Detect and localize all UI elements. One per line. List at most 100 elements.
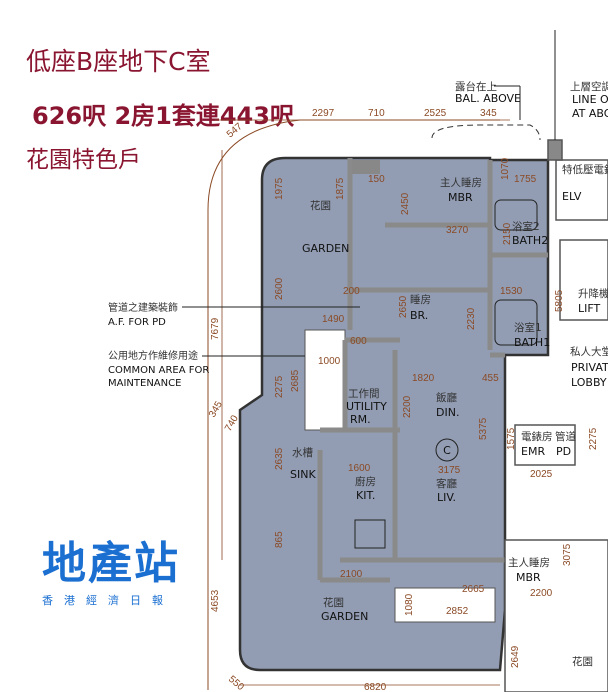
dim: 2200: [530, 588, 553, 599]
dim: 2150: [502, 222, 513, 245]
dim: 200: [343, 286, 360, 297]
room-utility-en2: RM.: [350, 413, 371, 426]
dim: 1530: [500, 286, 523, 297]
dim: 2025: [530, 469, 553, 480]
dim: 740: [223, 413, 241, 433]
pd-cn: 管道: [555, 430, 576, 443]
pd-en: PD: [556, 445, 571, 458]
balcony-above-outline: [431, 124, 541, 141]
dim: 2650: [398, 295, 409, 318]
dim: 6820: [364, 682, 387, 692]
dim: 2297: [312, 108, 335, 119]
dim: 1755: [514, 174, 537, 185]
dimension-labels: 2297 710 2525 345 547 7679 6820 4653 740…: [207, 108, 599, 692]
dim: 345: [207, 399, 225, 419]
common-area-maintenance: [304, 329, 346, 431]
unit-marker: C: [443, 444, 451, 457]
dim: 865: [274, 531, 285, 548]
neighbor-mbr-en: MBR: [516, 571, 541, 584]
interior-walls: [317, 158, 548, 583]
room-br-en: BR.: [410, 309, 428, 322]
emr-en: EMR: [521, 445, 545, 458]
room-bath1-cn: 浴室1: [514, 321, 542, 334]
dim: 1490: [322, 314, 345, 325]
dim: 5375: [478, 417, 489, 440]
ac-line-above-en2: AT ABO: [572, 107, 608, 120]
room-bath2-cn: 浴室2: [512, 220, 540, 233]
room-kit-cn: 廚房: [355, 475, 376, 488]
private-lobby-en2: LOBBY: [571, 376, 607, 389]
dim: 1820: [412, 373, 435, 384]
dim: 1600: [348, 463, 371, 474]
balcony-above-en: BAL. ABOVE: [455, 92, 521, 105]
room-garden-cn: 花園: [310, 199, 331, 212]
neighbor-mbr-cn: 主人睡房: [508, 556, 550, 569]
room-din-cn: 飯廳: [436, 391, 457, 404]
dim: 345: [480, 108, 497, 119]
room-utility-cn: 工作間: [348, 388, 380, 400]
dim: 2665: [462, 584, 485, 595]
dim: 1975: [274, 177, 285, 200]
pd-feature-cn: 管道之建築裝飾: [108, 301, 178, 314]
dim: 2200: [402, 395, 413, 418]
logo-wordmark: 地產站: [42, 538, 180, 589]
lift-cn: 升降機: [578, 287, 608, 300]
dim: 2450: [400, 192, 411, 215]
balcony-above-cn: 露台在上: [455, 80, 497, 93]
dim: 3270: [446, 225, 469, 236]
dim: 3075: [562, 543, 573, 566]
dim: 2685: [290, 369, 301, 392]
room-kit-en: KIT.: [356, 489, 375, 502]
dim: 2275: [274, 375, 285, 398]
room-mbr-en: MBR: [448, 191, 473, 204]
dim: 1000: [318, 356, 341, 367]
unit-size-summary: 626呎 2房1套連443呎: [32, 102, 294, 130]
maintenance-area-cn: 公用地方作維修用途: [108, 349, 198, 362]
dim: 710: [368, 108, 385, 119]
dim: 2649: [510, 645, 521, 668]
dim: 2275: [588, 427, 599, 450]
elv-room-cn: 特低壓電錶房: [562, 163, 608, 176]
bathtub: [494, 199, 538, 231]
dim: 1875: [335, 177, 346, 200]
dim: 7679: [210, 317, 221, 340]
room-sink-en: SINK: [290, 468, 316, 481]
dim: 1080: [404, 593, 415, 616]
room-garden-en: GARDEN: [302, 242, 349, 255]
ac-line-above-en: LINE OF: [572, 93, 608, 106]
ac-line-above-cn: 上層空調: [570, 80, 608, 93]
room-bath1-en: BATH1: [514, 336, 550, 349]
private-lobby-cn: 私人大堂: [570, 345, 608, 358]
site-boundary-arc: [207, 119, 500, 690]
room-br-cn: 睡房: [410, 293, 431, 306]
dim: 4653: [210, 589, 221, 612]
logo: 地產站 香港經濟日報: [42, 538, 202, 608]
dim: 2635: [274, 447, 285, 470]
emr-cn: 電錶房: [521, 430, 553, 443]
maintenance-area-en2: MAINTENANCE: [108, 378, 181, 389]
dim: 600: [350, 336, 367, 347]
room-din-en: DIN.: [436, 406, 459, 419]
unit-feature: 花園特色戶: [26, 147, 141, 173]
dim: 455: [482, 373, 499, 384]
room-garden2-en: GARDEN: [321, 610, 368, 623]
shower: [494, 299, 538, 346]
dim: 1070: [500, 157, 511, 180]
dim: 3175: [438, 465, 461, 476]
room-liv-cn: 客廳: [436, 477, 457, 490]
dim: 550: [226, 674, 246, 692]
dim: 150: [368, 174, 385, 185]
dim: 2525: [424, 108, 447, 119]
neighbor-garden-cn: 花園: [572, 655, 593, 668]
dim: 2852: [446, 606, 469, 617]
room-mbr-cn: 主人睡房: [440, 176, 482, 189]
dim: 2600: [274, 277, 285, 300]
elv-room-en: ELV: [562, 190, 582, 203]
garden-planter: [394, 587, 496, 623]
room-sink-cn: 水槽: [292, 447, 313, 459]
dim: 1575: [506, 427, 517, 450]
dim: 5805: [554, 289, 565, 312]
dim: 547: [225, 121, 245, 140]
room-bath2-en: BATH2: [512, 234, 548, 247]
